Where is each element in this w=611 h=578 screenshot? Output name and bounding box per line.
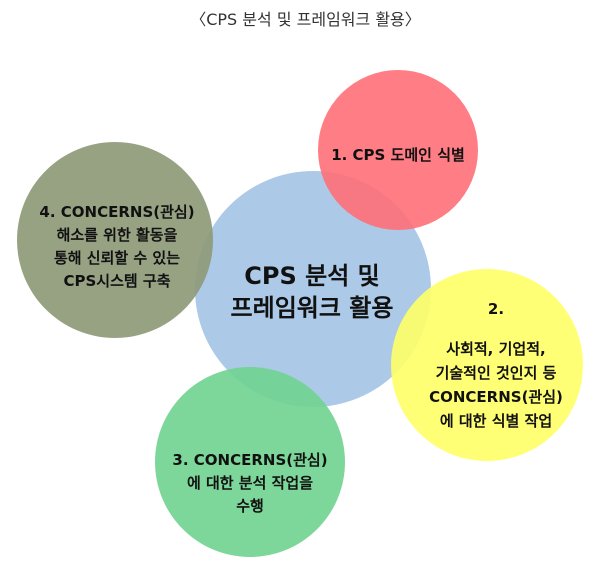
circle-3-line-3: 수행 [236,497,264,515]
circle-2-line-4: CONCERNS(관심) [429,388,563,406]
center-circle [195,171,431,407]
circle-4-line-1: 4. CONCERNS(관심) [39,203,194,221]
circle-4-line-4: CPS시스템 구축 [63,272,170,290]
circle-2-line-3: 기술적인 것인지 등 [436,364,557,382]
circle-2 [391,269,583,461]
circle-2-line-5: 에 대한 식별 작업 [440,412,552,430]
diagram-caption: 〈CPS 분석 및 프레임워크 활용〉 [190,10,421,29]
center-title-line-2: 프레임워크 활용 [231,294,394,322]
circle-1-line-1: 1. CPS 도메인 식별 [331,146,465,164]
center-title-line-1: CPS 분석 및 [244,262,379,290]
circle-4-line-2: 해소를 위한 활동을 [57,226,178,244]
circle-4-line-3: 통해 신뢰할 수 있는 [54,249,180,267]
circle-3 [155,367,345,557]
circle-2-line-1: 2. [488,300,504,318]
circle-1 [318,70,478,230]
circle-3-line-2: 에 대한 분석 작업을 [187,474,313,492]
circle-3-line-1: 3. CONCERNS(관심) [172,451,327,469]
circle-4 [17,142,213,338]
circle-2-line-2: 사회적, 기업적, [446,340,545,358]
